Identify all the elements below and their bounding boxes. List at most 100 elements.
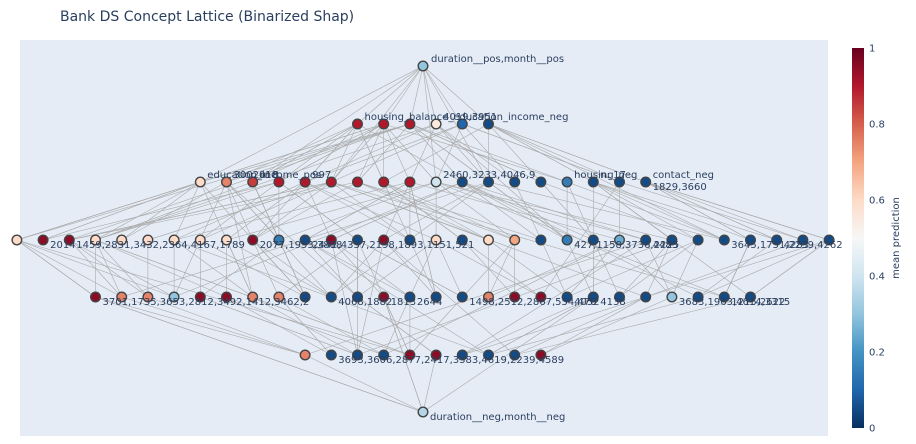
lattice-node[interactable]	[352, 118, 364, 130]
colorbar-gradient	[852, 48, 864, 428]
lattice-node[interactable]	[509, 234, 521, 246]
lattice-node[interactable]	[456, 118, 468, 130]
lattice-node[interactable]	[666, 291, 678, 303]
lattice-node[interactable]	[325, 176, 337, 188]
lattice-node[interactable]	[378, 349, 390, 361]
lattice-edge	[645, 181, 804, 241]
lattice-node[interactable]	[640, 176, 652, 188]
lattice-node[interactable]	[430, 176, 442, 188]
lattice-node[interactable]	[483, 291, 495, 303]
lattice-node[interactable]	[168, 234, 180, 246]
lattice-node[interactable]	[509, 291, 521, 303]
lattice-node[interactable]	[116, 291, 128, 303]
lattice-node[interactable]	[561, 291, 573, 303]
lattice-node[interactable]	[220, 234, 232, 246]
lattice-node[interactable]	[535, 176, 547, 188]
node-label: housing_balance_education_income_neg	[365, 112, 569, 123]
lattice-node[interactable]	[352, 176, 364, 188]
lattice-node[interactable]	[378, 291, 390, 303]
lattice-node[interactable]	[220, 176, 232, 188]
lattice-node[interactable]	[378, 176, 390, 188]
lattice-node[interactable]	[404, 291, 416, 303]
lattice-node[interactable]	[299, 176, 311, 188]
lattice-node[interactable]	[430, 118, 442, 130]
lattice-node[interactable]	[483, 118, 495, 130]
lattice-node[interactable]	[404, 349, 416, 361]
lattice-node[interactable]	[692, 291, 704, 303]
lattice-node[interactable]	[220, 291, 232, 303]
lattice-node[interactable]	[11, 234, 23, 246]
lattice-node[interactable]	[378, 234, 390, 246]
lattice-node[interactable]	[483, 349, 495, 361]
lattice-node[interactable]	[535, 234, 547, 246]
lattice-node[interactable]	[640, 291, 652, 303]
lattice-edge	[645, 181, 830, 241]
lattice-node[interactable]	[37, 234, 49, 246]
lattice-node[interactable]	[692, 234, 704, 246]
lattice-node[interactable]	[325, 349, 337, 361]
lattice-node[interactable]	[273, 234, 285, 246]
lattice-node[interactable]	[456, 349, 468, 361]
lattice-node[interactable]	[247, 291, 259, 303]
lattice-node[interactable]	[194, 176, 206, 188]
lattice-node[interactable]	[142, 291, 154, 303]
lattice-node[interactable]	[404, 176, 416, 188]
lattice-node[interactable]	[456, 234, 468, 246]
lattice-node[interactable]	[456, 291, 468, 303]
lattice-node[interactable]	[614, 291, 626, 303]
lattice-node[interactable]	[247, 176, 259, 188]
lattice-node[interactable]	[63, 234, 75, 246]
lattice-node[interactable]	[430, 291, 442, 303]
lattice-node[interactable]	[561, 234, 573, 246]
lattice-node[interactable]	[325, 234, 337, 246]
lattice-node[interactable]	[352, 291, 364, 303]
lattice-node[interactable]	[509, 176, 521, 188]
lattice-node[interactable]	[745, 234, 757, 246]
lattice-node[interactable]	[378, 118, 390, 130]
lattice-node[interactable]	[89, 291, 101, 303]
lattice-node[interactable]	[247, 234, 259, 246]
lattice-node[interactable]	[483, 176, 495, 188]
lattice-node[interactable]	[142, 234, 154, 246]
lattice-node[interactable]	[89, 234, 101, 246]
lattice-node[interactable]	[273, 291, 285, 303]
lattice-node[interactable]	[509, 349, 521, 361]
lattice-node[interactable]	[745, 291, 757, 303]
lattice-node[interactable]	[587, 291, 599, 303]
lattice-node[interactable]	[417, 406, 429, 418]
lattice-node[interactable]	[325, 291, 337, 303]
lattice-node[interactable]	[430, 234, 442, 246]
lattice-node[interactable]	[483, 234, 495, 246]
lattice-node[interactable]	[430, 349, 442, 361]
lattice-node[interactable]	[299, 291, 311, 303]
lattice-node[interactable]	[352, 349, 364, 361]
lattice-node[interactable]	[299, 349, 311, 361]
lattice-node[interactable]	[614, 176, 626, 188]
lattice-node[interactable]	[587, 176, 599, 188]
lattice-node[interactable]	[823, 234, 835, 246]
lattice-node[interactable]	[116, 234, 128, 246]
lattice-node[interactable]	[404, 118, 416, 130]
lattice-edge	[566, 181, 594, 241]
lattice-node[interactable]	[404, 234, 416, 246]
lattice-node[interactable]	[771, 234, 783, 246]
lattice-node[interactable]	[797, 234, 809, 246]
lattice-node[interactable]	[273, 176, 285, 188]
lattice-node[interactable]	[194, 234, 206, 246]
lattice-node[interactable]	[299, 234, 311, 246]
lattice-node[interactable]	[561, 176, 573, 188]
lattice-node[interactable]	[535, 349, 547, 361]
lattice-node[interactable]	[640, 234, 652, 246]
lattice-node[interactable]	[417, 60, 429, 72]
lattice-node[interactable]	[352, 234, 364, 246]
lattice-node[interactable]	[168, 291, 180, 303]
lattice-node[interactable]	[535, 291, 547, 303]
lattice-node[interactable]	[718, 234, 730, 246]
lattice-node[interactable]	[718, 291, 730, 303]
lattice-node[interactable]	[666, 234, 678, 246]
lattice-node[interactable]	[587, 234, 599, 246]
lattice-node[interactable]	[194, 291, 206, 303]
lattice-node[interactable]	[456, 176, 468, 188]
lattice-node[interactable]	[614, 234, 626, 246]
